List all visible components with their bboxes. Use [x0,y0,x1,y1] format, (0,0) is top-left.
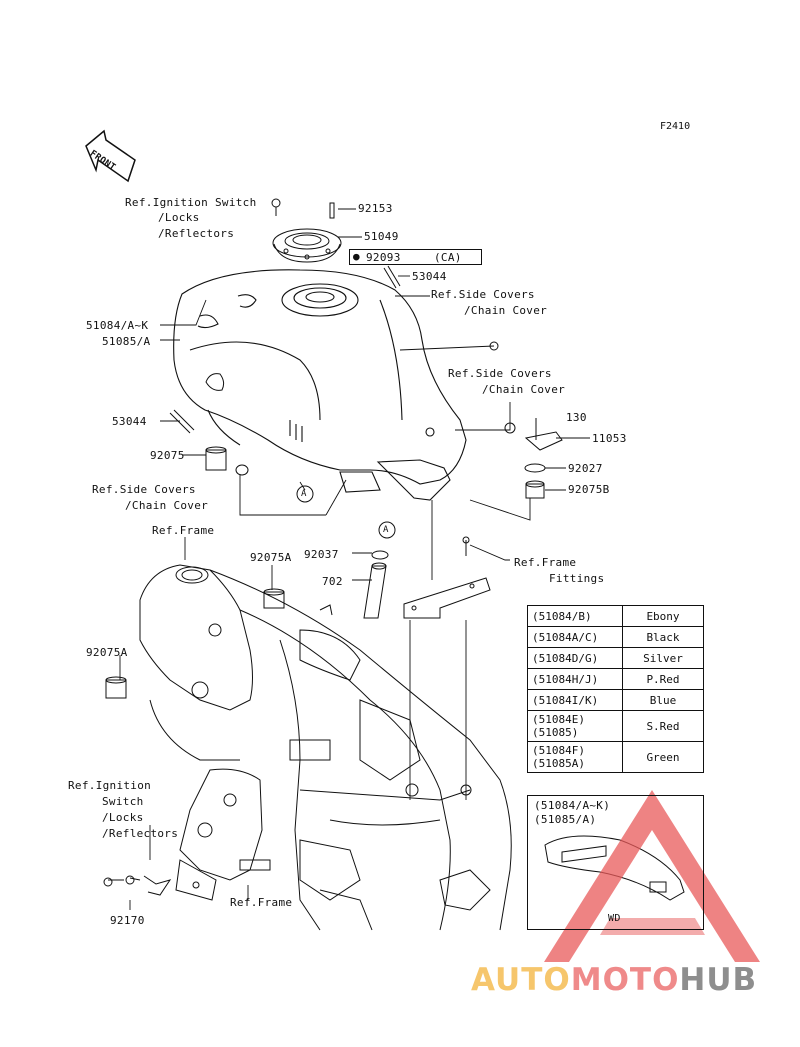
ca-box [349,249,482,265]
part-702: 702 [322,575,343,588]
color-table-row: (51084/B)Ebony [527,605,704,627]
part-92170: 92170 [110,914,145,927]
ref-ignition-top-line2: /Locks [158,211,200,224]
color-table-row: (51084D/G)Silver [527,647,704,669]
ca-label: (CA) [434,251,462,264]
ref-ignition-bottom-line3: /Locks [102,811,144,824]
part-11053: 11053 [592,432,627,445]
part-92075a-2: 92075A [86,646,128,659]
part-code-cell: (51084F) (51085A) [527,741,623,773]
ref-ignition-bottom-line4: /Reflectors [102,827,179,840]
frame-fitting-bracket [403,536,491,619]
ignition-bracket [103,768,271,901]
detail-line2: (51085/A) [534,813,597,826]
ref-ignition-bottom-line2: Switch [102,795,144,808]
figure-code: F2410 [660,121,691,132]
part-code-cell: (51084I/K) [527,689,623,711]
ref-ignition-top-line3: /Reflectors [158,227,235,240]
part-130: 130 [566,411,587,424]
ref-ignition-top-line1: Ref.Ignition Switch [125,196,257,209]
part-code-cell: (51084D/G) [527,647,623,669]
hose-702 [363,550,389,619]
detail-tank-sketch [544,835,685,901]
part-53044-top: 53044 [412,270,447,283]
circle-a-1 [296,485,314,503]
watermark-triangle-icon [544,790,760,962]
ref-frame-bottom: Ref.Frame [230,896,293,909]
color-name-cell: P.Red [622,668,704,690]
part-code-cell: (51084E) (51085) [527,710,623,742]
color-table: (51084/B)Ebony(51084A/C)Black(51084D/G)S… [527,605,704,773]
ref-ignition-bottom-line1: Ref.Ignition [68,779,152,792]
color-name-cell: Silver [622,647,704,669]
color-name-cell: Blue [622,689,704,711]
color-name-cell: Green [622,741,704,773]
damper-92075 [169,373,249,476]
part-92075: 92075 [150,449,185,462]
part-92075b: 92075B [568,483,610,496]
right-side-parts [489,341,563,499]
front-arrow-icon [85,129,136,183]
ref-frame-top: Ref.Frame [152,524,215,537]
part-51085: 51085/A [102,335,151,348]
color-table-row: (51084H/J)P.Red [527,668,704,690]
watermark-part3: HUB [679,962,758,998]
ref-side-covers-1-line1: Ref.Side Covers [431,288,535,301]
fuel-tank-icon [173,269,467,501]
part-51049: 51049 [364,230,399,243]
damper-92075a [105,588,285,699]
watermark-part1: AUTO [471,962,571,998]
washer-dot-icon: ● [353,250,360,263]
color-table-row: (51084F) (51085A)Green [527,741,704,773]
ref-frame-fittings-line2: Fittings [549,572,605,585]
part-92027: 92027 [568,462,603,475]
circle-a-2 [378,521,396,539]
ref-side-covers-1-line2: /Chain Cover [464,304,548,317]
ref-side-covers-2-line1: Ref.Side Covers [448,367,552,380]
fuel-cap-assembly [271,198,342,263]
part-51084: 51084/A~K [86,319,149,332]
color-table-row: (51084E) (51085)S.Red [527,710,704,742]
part-code-cell: (51084A/C) [527,626,623,648]
part-92153: 92153 [358,202,393,215]
ref-side-covers-2-line2: /Chain Cover [482,383,566,396]
part-92093: 92093 [366,251,401,264]
leader-lines [119,208,590,910]
part-code-cell: (51084H/J) [527,668,623,690]
watermark-brand: AUTOMOTOHUB [471,962,757,998]
frame-icon [139,564,512,931]
color-name-cell: Black [622,626,704,648]
color-table-row: (51084A/C)Black [527,626,704,648]
part-53044-left: 53044 [112,415,147,428]
color-name-cell: S.Red [622,710,704,742]
detail-box [527,795,704,930]
watermark-part2: MOTO [570,962,680,998]
detail-code: WD [608,913,621,924]
ref-side-covers-3-line2: /Chain Cover [125,499,209,512]
color-name-cell: Ebony [622,605,704,627]
ref-frame-fittings-line1: Ref.Frame [514,556,577,569]
circle-a-2-label: A [383,525,389,535]
ref-side-covers-3-line1: Ref.Side Covers [92,483,196,496]
circle-a-1-label: A [301,489,307,499]
detail-line1: (51084/A~K) [534,799,611,812]
part-92075a-1: 92075A [250,551,292,564]
drain-hose-top [383,265,401,289]
part-code-cell: (51084/B) [527,605,623,627]
part-92037: 92037 [304,548,339,561]
color-table-row: (51084I/K)Blue [527,689,704,711]
